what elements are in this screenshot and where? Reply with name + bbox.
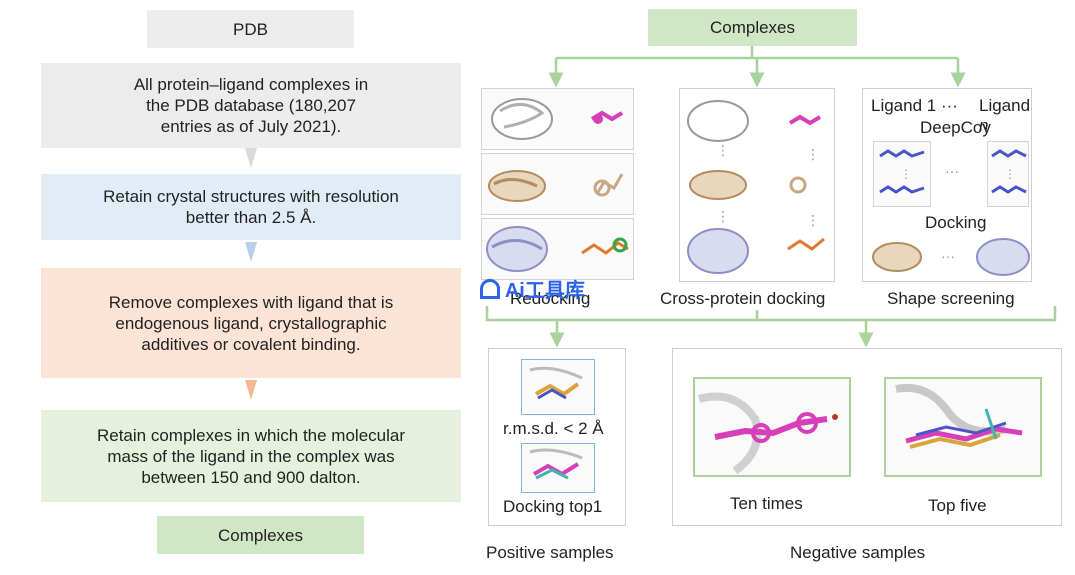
top-five-label: Top five	[928, 496, 987, 515]
svg-text:⋮: ⋮	[806, 212, 820, 228]
cross-docking-label: Cross-protein docking	[660, 289, 826, 308]
svg-text:⋮: ⋮	[1004, 167, 1016, 181]
logo-icon	[480, 279, 500, 299]
step-molecular-mass: Retain complexes in which the molecular …	[41, 410, 461, 502]
positive-pose-image	[529, 366, 583, 400]
step-remove-ligands-text: Remove complexes with ligand that is end…	[108, 292, 394, 354]
logo-text: Ai工具库	[504, 280, 585, 302]
svg-text:⋮: ⋮	[806, 146, 820, 162]
positive-thumb-rmsd	[521, 359, 595, 415]
step-remove-ligands: Remove complexes with ligand that is end…	[41, 268, 461, 378]
svg-text:⋮: ⋮	[716, 208, 730, 224]
left-arrows	[245, 148, 257, 400]
bottom-branch-lines	[485, 306, 1057, 348]
shape-screening-panel: Ligand 1 ··· Ligand n DeepCoy ⋮ ··· ⋮ Do…	[862, 88, 1032, 282]
protein-ligand-image	[488, 170, 624, 202]
step-resolution-text: Retain crystal structures with resolutio…	[103, 187, 399, 227]
redocking-label: Redocking	[510, 289, 591, 308]
protein-ligand-image	[491, 98, 624, 140]
negative-panel: Ten times Top five	[672, 348, 1062, 526]
decoy-molecules: ⋮	[879, 149, 925, 194]
watermark-logo: Ai工具库	[480, 274, 585, 303]
negative-pose-image	[895, 384, 1023, 449]
negative-thumb-top-five	[884, 377, 1042, 477]
decoy-set-1: ⋮	[873, 141, 931, 207]
rmsd-label: r.m.s.d. < 2 Å	[503, 419, 604, 438]
step-all-complexes: All protein–ligand complexes in the PDB …	[41, 63, 461, 148]
pdb-label: PDB	[233, 19, 268, 39]
step-all-complexes-text: All protein–ligand complexes in the PDB …	[133, 75, 369, 136]
arrow-down-peach	[245, 380, 257, 400]
arrow-down-gray	[245, 148, 257, 168]
arrow-down-blue	[245, 242, 257, 262]
cross-docking-image: ⋮ ⋮ ⋮ ⋮	[687, 100, 825, 274]
complexes-output-box: Complexes	[157, 516, 364, 554]
svg-text:···: ···	[941, 248, 955, 264]
redocking-thumb-2	[481, 153, 634, 215]
positive-panel: r.m.s.d. < 2 Å Docking top1	[488, 348, 626, 526]
shape-screening-label: Shape screening	[887, 289, 1015, 308]
complexes-top-label: Complexes	[709, 18, 796, 37]
cross-docking-panel: ⋮ ⋮ ⋮ ⋮	[679, 88, 835, 282]
negative-pose-image	[697, 392, 838, 475]
positive-samples-label: Positive samples	[486, 543, 614, 562]
complexes-output-label: Complexes	[217, 525, 304, 545]
ligand-n-label: Ligand n	[979, 96, 1031, 135]
redocking-thumb-1	[481, 88, 634, 150]
protein-ligand-image	[486, 226, 629, 272]
positive-pose-image	[529, 448, 583, 480]
decoy-ellipsis: ···	[945, 163, 959, 179]
ten-times-label: Ten times	[730, 494, 803, 513]
docking-label: Docking	[925, 213, 987, 232]
top-branch-lines	[548, 46, 966, 88]
svg-text:⋮: ⋮	[900, 167, 912, 181]
docking-top1-label: Docking top1	[503, 497, 603, 516]
deepcoy-label: DeepCoy	[920, 118, 991, 137]
positive-thumb-top1	[521, 443, 595, 493]
redocking-panel	[481, 88, 634, 282]
negative-samples-label: Negative samples	[790, 543, 926, 562]
decoy-set-n: ⋮	[987, 141, 1029, 207]
svg-text:⋮: ⋮	[716, 142, 730, 158]
step-resolution: Retain crystal structures with resolutio…	[41, 174, 461, 240]
redocking-thumb-3	[481, 218, 634, 280]
step-molecular-mass-text: Retain complexes in which the molecular …	[96, 425, 406, 487]
decoy-molecules: ⋮	[991, 149, 1027, 194]
ligand-1-label: Ligand 1 ···	[871, 96, 958, 115]
pdb-box: PDB	[147, 10, 354, 48]
negative-thumb-ten-times	[693, 377, 851, 477]
docking-proteins-image: ···	[872, 238, 1030, 276]
complexes-top-box: Complexes	[648, 9, 857, 46]
